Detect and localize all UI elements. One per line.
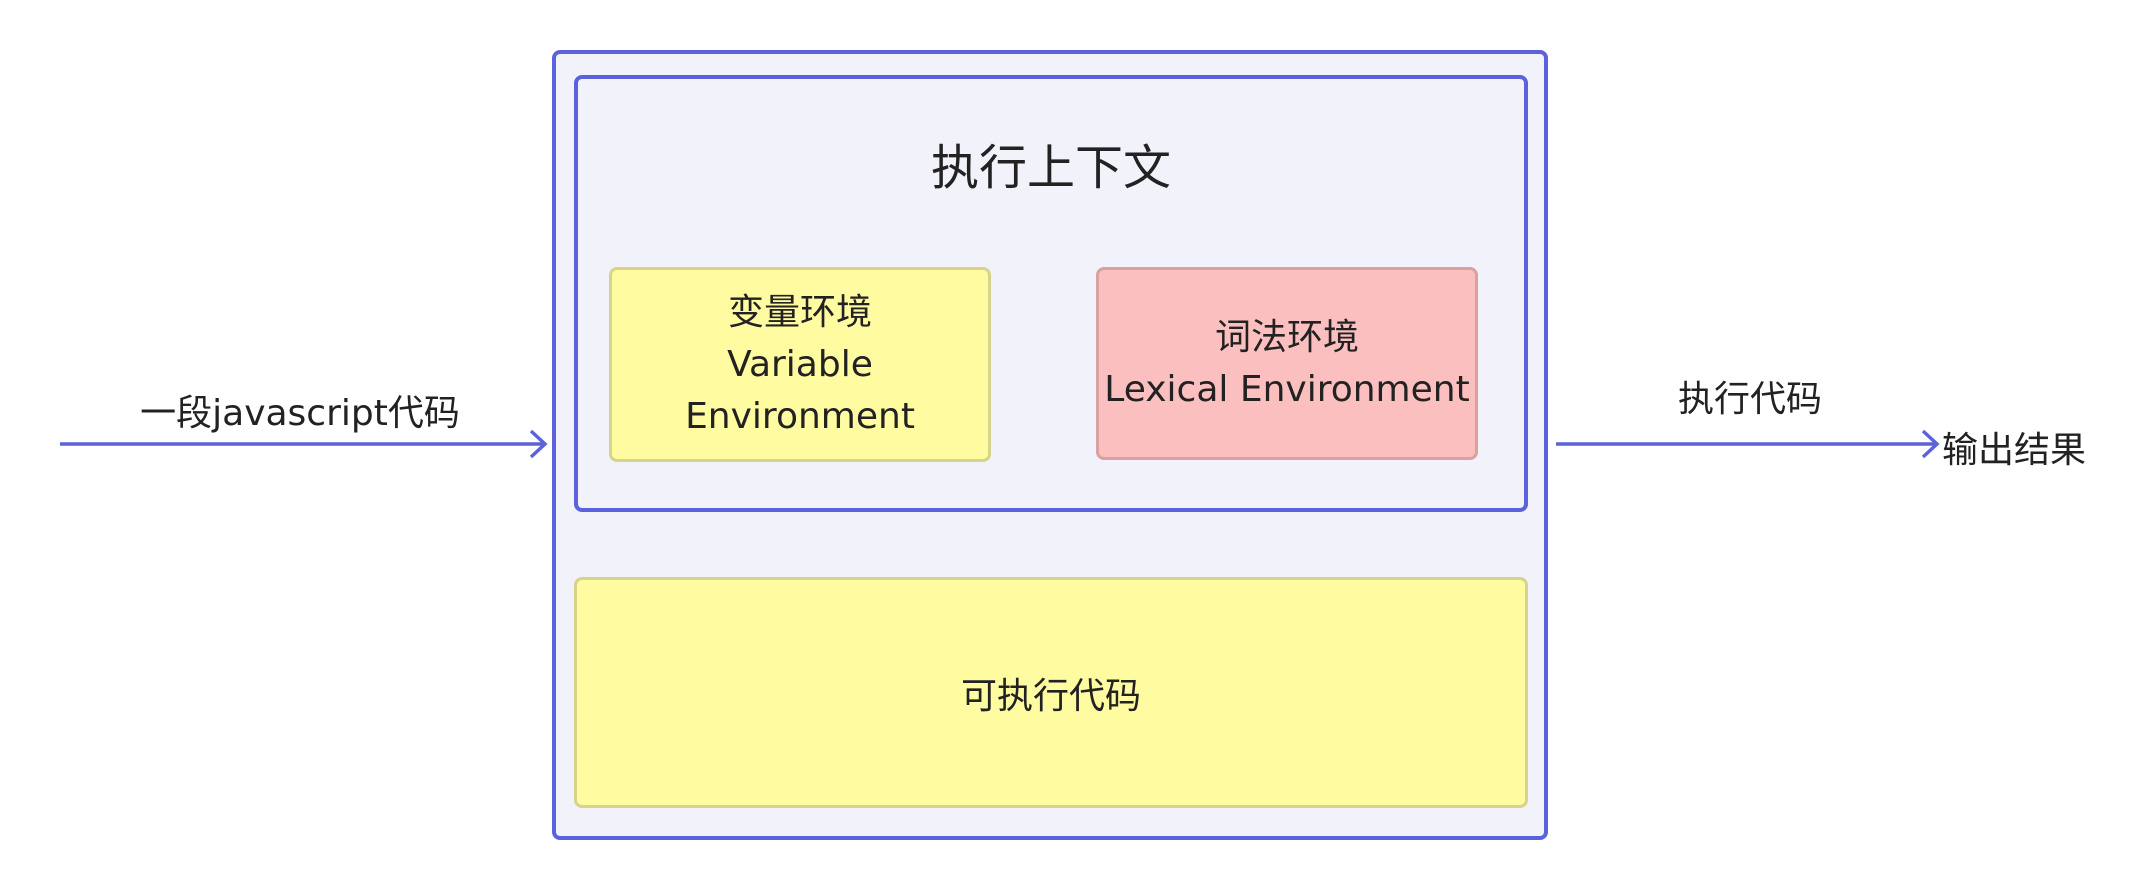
variable-environment-chinese-label: 变量环境	[727, 291, 872, 333]
variable-environment-box: 变量环境 Variable Environment	[609, 267, 991, 462]
variable-environment-english-label-2: Environment	[685, 395, 915, 437]
execution-context-title: 执行上下文	[930, 140, 1171, 196]
executable-code-label: 可执行代码	[960, 675, 1141, 717]
output-result-label: 输出结果	[1942, 430, 2087, 471]
output-arrow	[1556, 429, 1940, 459]
input-arrow	[60, 429, 548, 459]
execute-code-label: 执行代码	[1677, 379, 1822, 420]
variable-environment-english-label-1: Variable	[727, 343, 873, 385]
lexical-environment-chinese-label: 词法环境	[1214, 316, 1359, 358]
executable-code-box: 可执行代码	[574, 577, 1528, 808]
input-code-label: 一段javascript代码	[140, 393, 460, 434]
lexical-environment-english-label: Lexical Environment	[1104, 368, 1470, 410]
lexical-environment-box: 词法环境 Lexical Environment	[1096, 267, 1478, 460]
